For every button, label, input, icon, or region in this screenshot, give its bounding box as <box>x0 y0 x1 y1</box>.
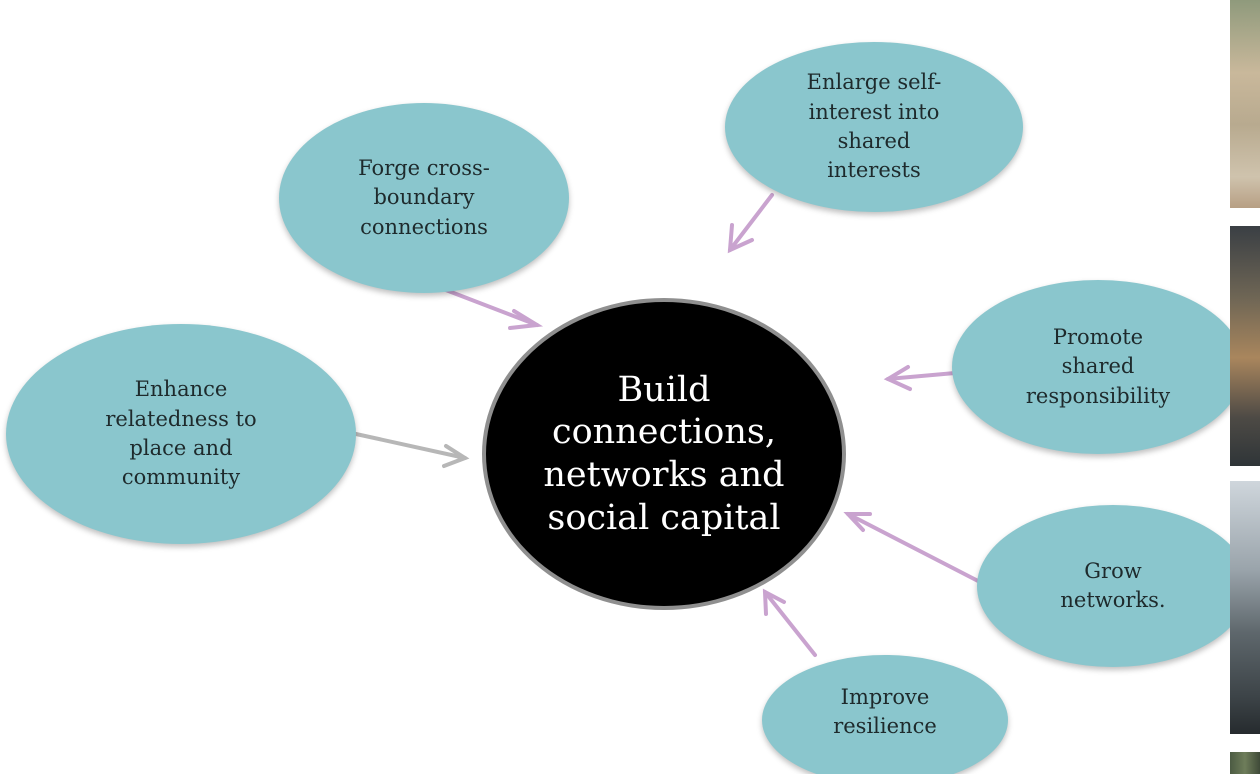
node-line: interest into <box>808 99 940 124</box>
node-line: place and <box>129 436 233 460</box>
node-line: relatedness to <box>105 406 257 431</box>
node-line: connections <box>360 214 488 239</box>
node-line: interests <box>827 158 921 183</box>
node-line: networks. <box>1060 588 1166 612</box>
center-node-text: Build connections, networks and social c… <box>543 369 784 540</box>
arrow-grow <box>843 512 982 584</box>
photo-forest <box>1230 752 1260 774</box>
node-enhance-text: Enhance relatedness to place and communi… <box>105 375 256 493</box>
node-line: Enlarge self- <box>806 70 942 95</box>
center-line: networks and <box>543 455 785 495</box>
node-forge: Forge cross- boundary connections <box>279 103 569 293</box>
center-line: connections, <box>551 412 776 453</box>
arrow-enhance <box>354 432 470 468</box>
node-line: shared <box>837 129 911 153</box>
node-grow-text: Grow networks. <box>1060 557 1165 616</box>
arrow-enlarge <box>727 193 774 254</box>
arrow-promote <box>883 365 957 391</box>
node-line: Promote <box>1052 324 1144 349</box>
center-line: Build <box>617 369 711 410</box>
photo-tree <box>1230 226 1260 466</box>
photo-canyon <box>1230 0 1260 208</box>
node-line: Improve <box>840 684 930 709</box>
center-node: Build connections, networks and social c… <box>482 298 846 610</box>
center-line: social capital <box>547 497 781 538</box>
arrow-improve <box>762 588 817 657</box>
node-line: Enhance <box>134 377 228 402</box>
node-line: community <box>121 465 241 490</box>
node-line: boundary <box>373 185 475 210</box>
node-enlarge-text: Enlarge self- interest into shared inter… <box>807 68 942 186</box>
photo-water <box>1230 481 1260 734</box>
node-line: responsibility <box>1025 383 1171 408</box>
node-line: Grow <box>1084 558 1142 583</box>
node-line: resilience <box>833 714 937 738</box>
node-improve: Improve resilience <box>762 655 1008 774</box>
node-forge-text: Forge cross- boundary connections <box>358 154 490 242</box>
node-enhance: Enhance relatedness to place and communi… <box>6 324 356 544</box>
node-line: Forge cross- <box>358 155 490 180</box>
node-line: shared <box>1061 354 1135 379</box>
node-promote: Promote shared responsibility <box>952 280 1244 454</box>
node-improve-text: Improve resilience <box>833 683 937 742</box>
node-grow: Grow networks. <box>977 505 1249 667</box>
node-promote-text: Promote shared responsibility <box>1026 323 1170 411</box>
node-enlarge: Enlarge self- interest into shared inter… <box>725 42 1023 212</box>
